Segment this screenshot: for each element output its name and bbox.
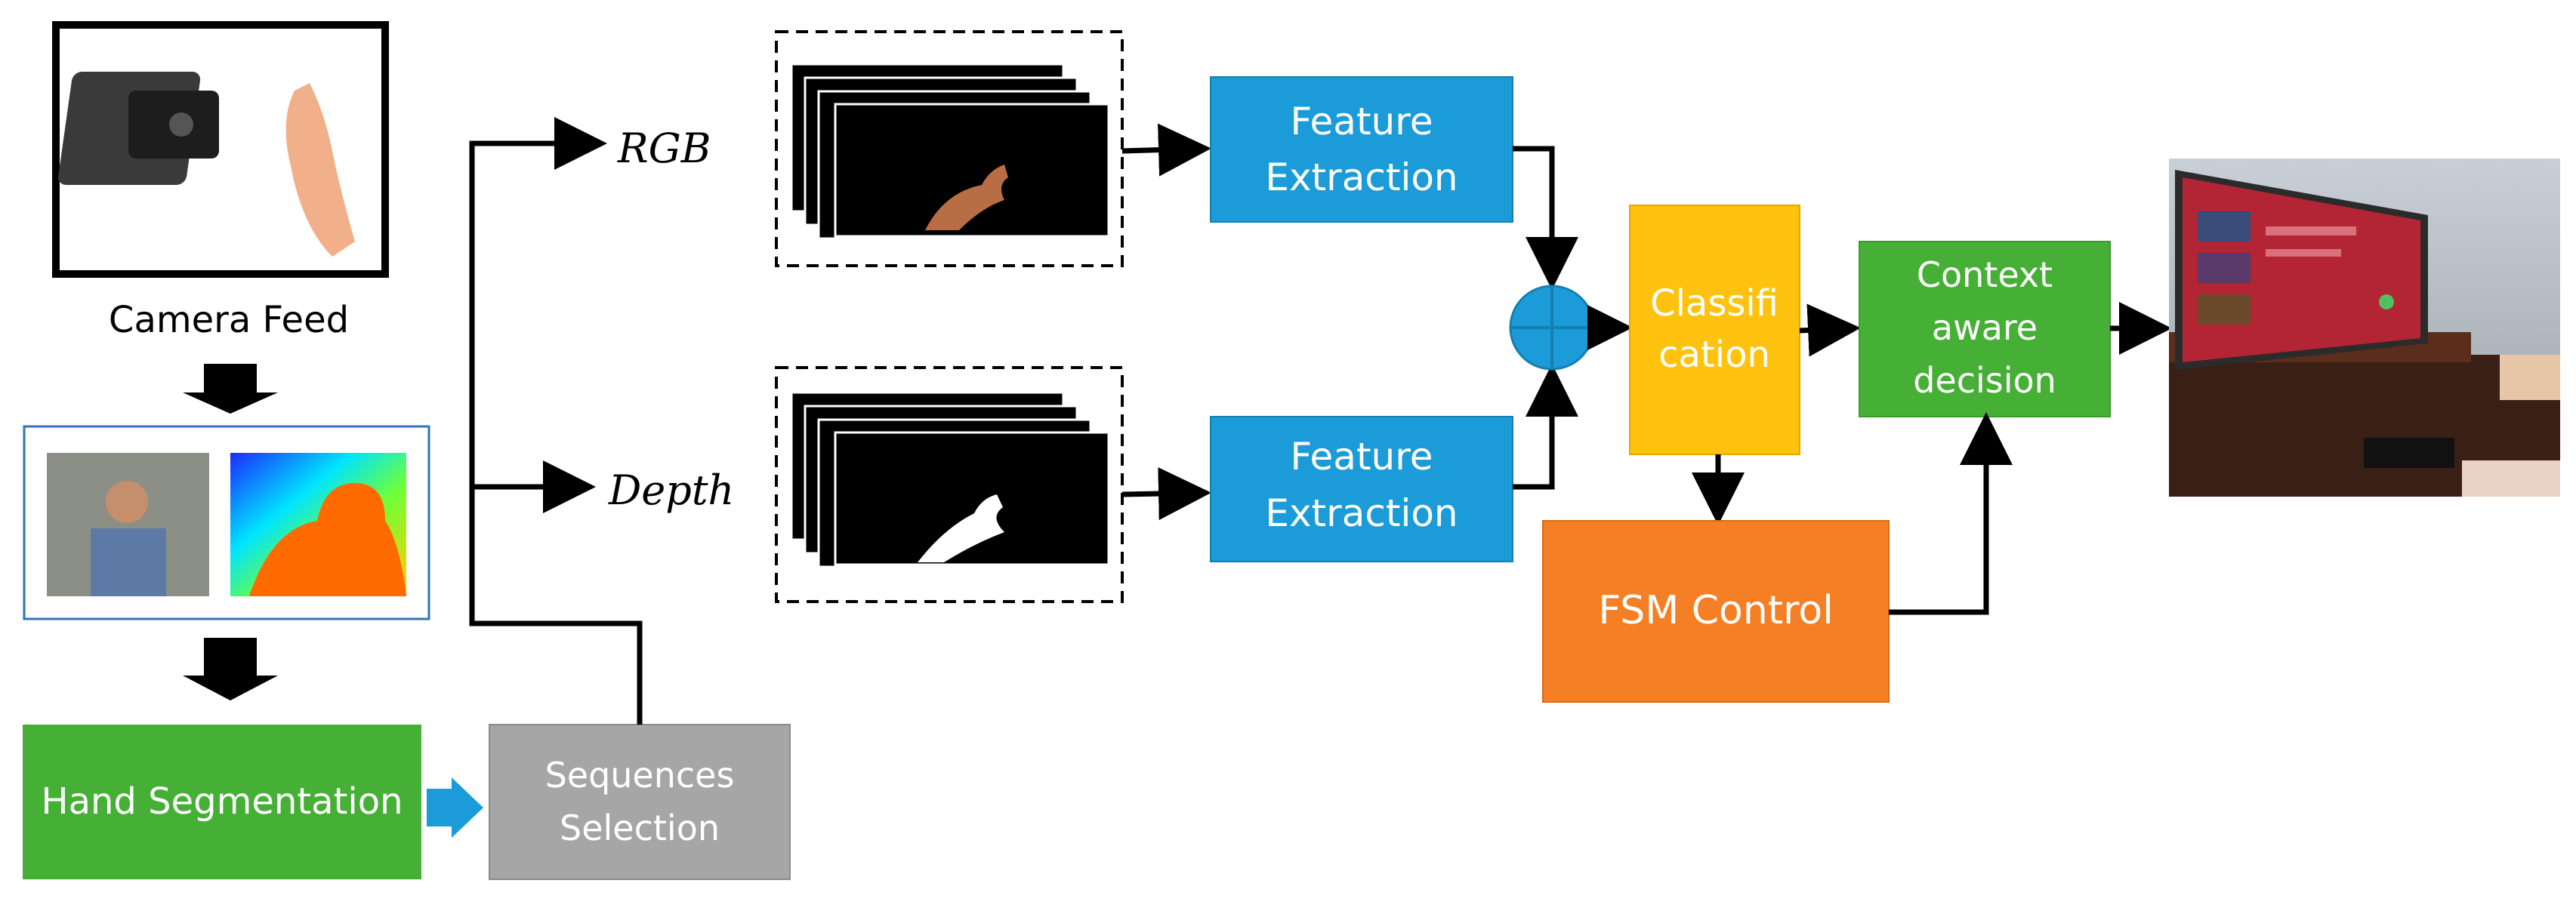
arrow-fe-rgb-to-fusion [1513,146,1578,290]
rgb-branch-line [469,117,643,725]
context-line1: Context [1917,254,2053,295]
feature-extraction-rgb-box [1210,76,1513,223]
sequences-selection-box [489,724,791,880]
arrow-rgb-to-fe [1121,123,1211,177]
feature-extraction-depth-box [1210,416,1513,562]
feature-extraction-rgb-line2: Extraction [1265,155,1458,199]
rgb-frame-stack [775,30,1124,267]
hand-icon [285,83,355,257]
sequences-label-line1: Sequences [545,755,735,796]
camera-feed-image [52,21,389,278]
hand-segmentation-label: Hand Segmentation [41,780,403,823]
feature-extraction-rgb-line1: Feature [1291,100,1433,143]
arrow-depth-to-fe [1121,467,1211,521]
fsm-control-box [1542,520,1890,703]
context-line3: decision [1913,360,2056,401]
arrow-classification-to-context [1799,303,1861,357]
arrow-fsm-to-context [1889,412,2013,615]
depth-label: Depth [608,466,734,514]
depth-frame-stack [775,366,1124,603]
classification-line1: Classifi [1650,282,1779,325]
context-line2: aware [1932,307,2038,348]
rgbd-sample-frame [23,425,430,620]
classification-box [1629,205,1800,455]
output-tv-photo [2169,159,2560,497]
classification-line2: cation [1658,334,1770,376]
feature-extraction-depth-line1: Feature [1291,435,1433,479]
fusion-icon [1509,285,1595,371]
camera-feed-label: Camera Feed [109,299,349,341]
feature-extraction-depth-line2: Extraction [1265,491,1458,535]
right-arrow-icon [427,777,483,838]
down-arrow-icon [183,638,278,700]
down-arrow-icon [183,364,278,414]
hand-segmentation-box [23,725,421,879]
sequences-label-line2: Selection [560,808,720,848]
arrow-fe-depth-to-fusion [1513,364,1578,490]
fsm-control-label: FSM Control [1598,588,1833,633]
rgb-label: RGB [617,125,711,172]
